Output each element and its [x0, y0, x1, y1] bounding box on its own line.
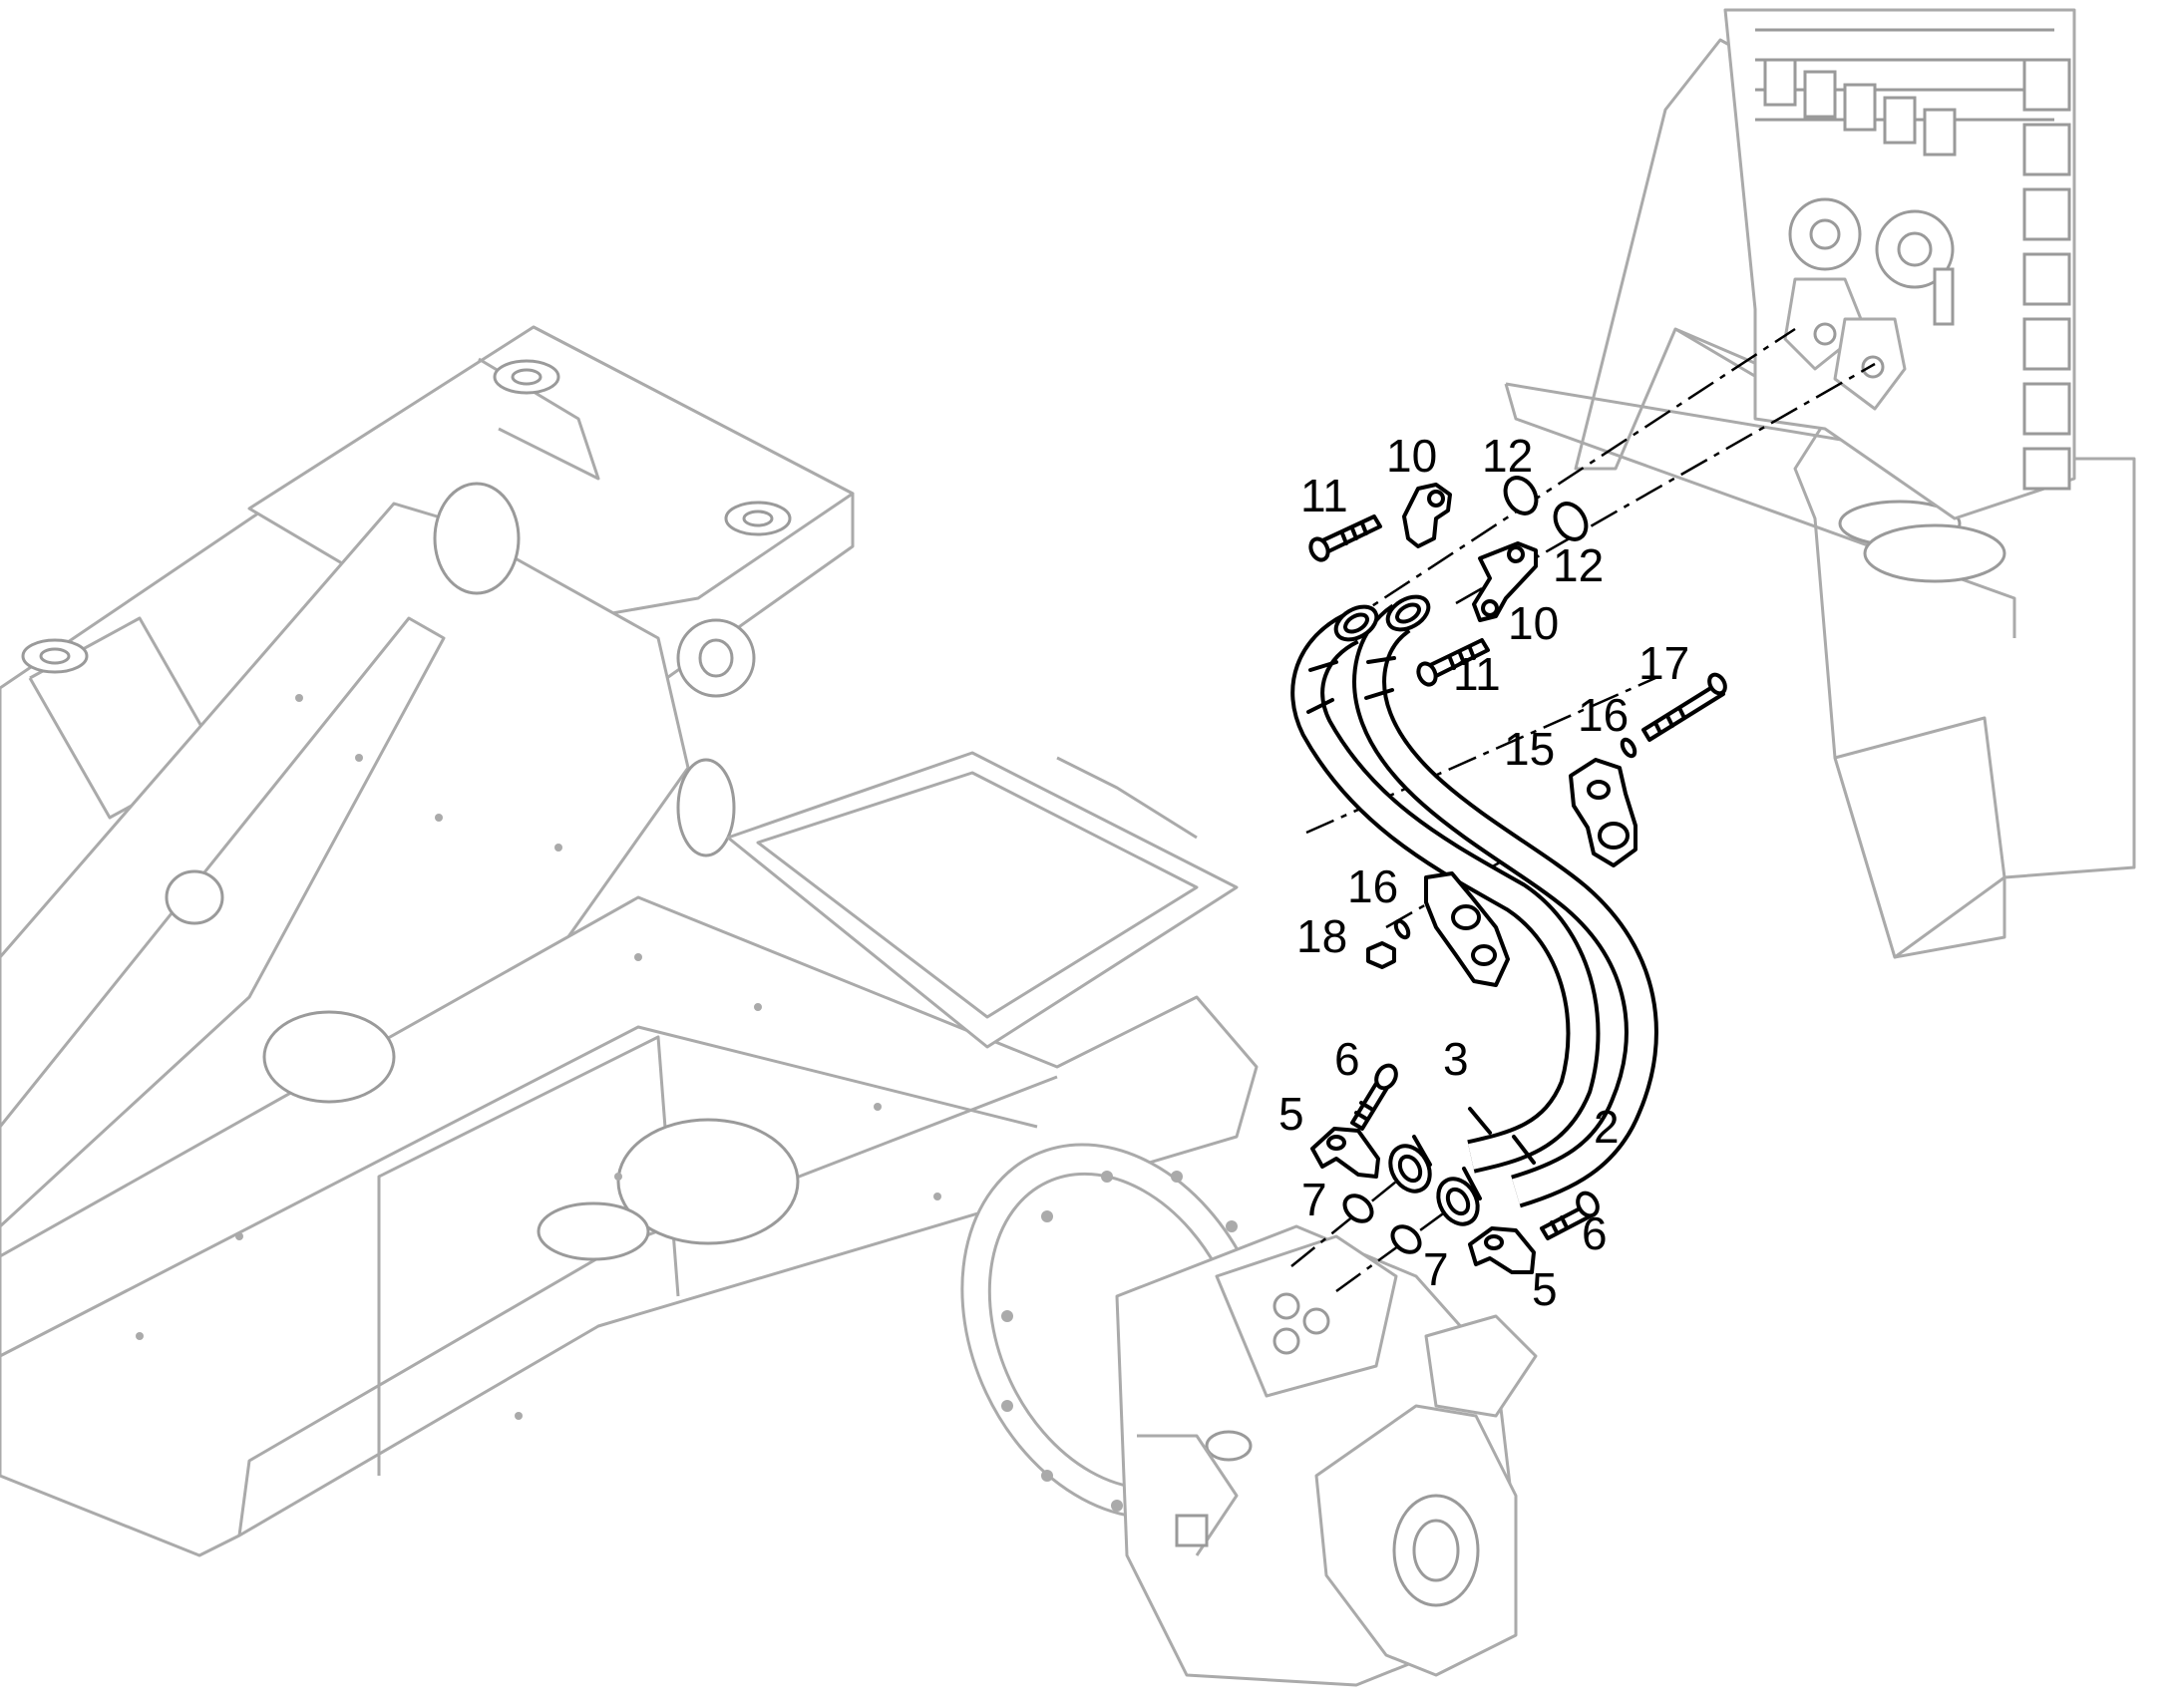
callout-17: 17 [1638, 637, 1689, 689]
bolt-11b [1416, 638, 1490, 687]
callout-10b: 10 [1508, 597, 1559, 649]
hydraulic-pump [960, 1143, 1538, 1687]
bolt-6b [1540, 1191, 1600, 1240]
split-flange-10a [1402, 483, 1452, 548]
split-flange-10b [1472, 541, 1538, 622]
callout-5a: 5 [1278, 1088, 1304, 1140]
clamp-15 [1569, 758, 1637, 867]
callout-11a: 11 [1300, 470, 1348, 521]
bolt-17 [1641, 672, 1727, 742]
callout-2: 2 [1594, 1101, 1620, 1153]
callout-12a: 12 [1482, 430, 1533, 482]
callout-labels: 11 10 12 12 10 11 17 16 15 16 18 6 3 5 2… [1278, 430, 1689, 1315]
split-flange-5a [1310, 1127, 1380, 1179]
o-ring-12b [1553, 502, 1589, 541]
control-valve-stand [1504, 8, 2136, 959]
hose-assembly-2 [1352, 603, 1658, 1208]
nut-18 [1366, 941, 1396, 969]
o-ring-7a [1342, 1194, 1374, 1223]
washer-16b [1393, 918, 1411, 940]
callout-7a: 7 [1301, 1174, 1327, 1225]
o-ring-12a [1503, 476, 1539, 515]
chassis-frame [0, 325, 1259, 1557]
bolt-6a [1350, 1063, 1398, 1131]
o-ring-7b [1390, 1224, 1422, 1254]
bolt-11a [1308, 514, 1382, 562]
callout-18: 18 [1296, 910, 1347, 962]
callout-3: 3 [1443, 1033, 1469, 1085]
callout-6a: 6 [1334, 1033, 1360, 1085]
callout-10a: 10 [1386, 430, 1437, 482]
hose-assembly-3 [1290, 612, 1601, 1174]
hose-fittings [1333, 594, 1480, 1226]
callout-16a: 16 [1578, 689, 1629, 741]
clamp-15b [1424, 871, 1510, 987]
split-flange-5b [1468, 1226, 1536, 1274]
callout-16b: 16 [1347, 860, 1398, 912]
callout-15: 15 [1504, 723, 1555, 775]
callout-7b: 7 [1423, 1243, 1449, 1295]
callout-12b: 12 [1553, 539, 1604, 591]
callout-5b: 5 [1532, 1263, 1558, 1315]
callout-11b: 11 [1453, 648, 1501, 700]
washer-16a [1620, 737, 1637, 759]
callout-6b: 6 [1582, 1207, 1608, 1259]
